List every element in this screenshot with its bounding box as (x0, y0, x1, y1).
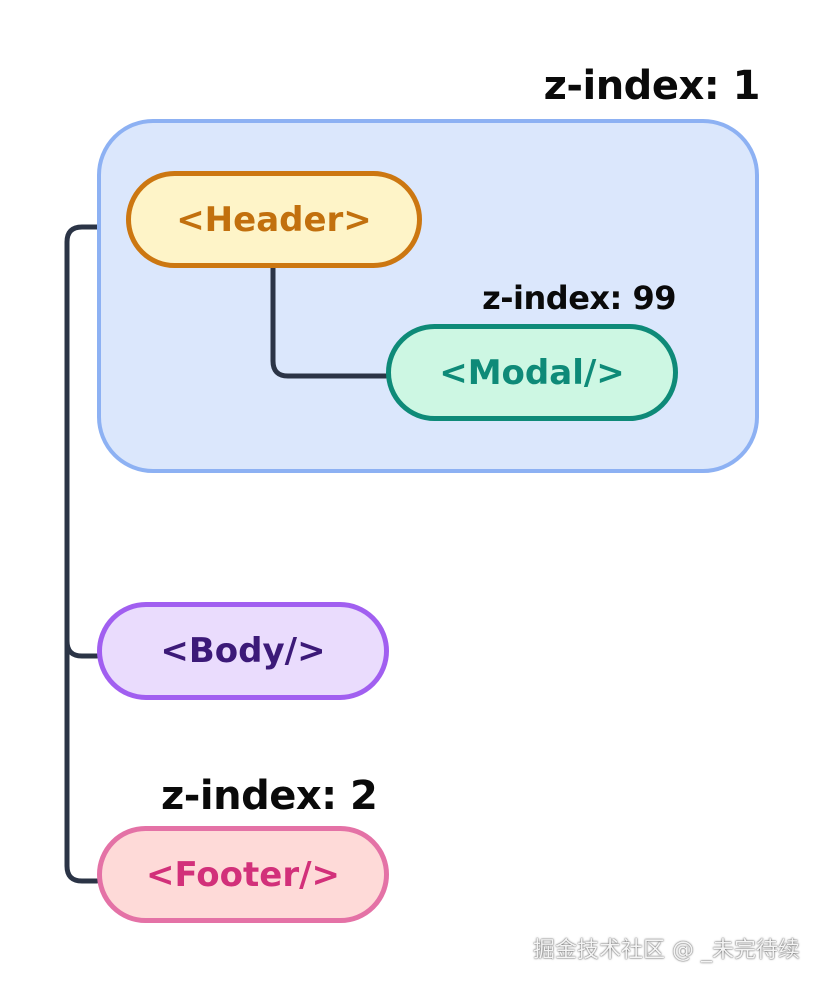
footer-node: <Footer/> (97, 826, 389, 923)
header-modal-connector (270, 265, 389, 379)
root-connector (64, 224, 100, 884)
body-branch-connector (64, 638, 100, 659)
modal-node: <Modal/> (386, 324, 678, 421)
body-node: <Body/> (97, 602, 389, 700)
modal-z-index-label: z-index: 99 (482, 279, 676, 317)
footer-z-index-label: z-index: 2 (161, 773, 378, 819)
watermark-text: 掘金技术社区 @ _未完待续 (533, 938, 800, 963)
container-z-index-label: z-index: 1 (543, 63, 761, 109)
header-node: <Header> (126, 171, 422, 268)
